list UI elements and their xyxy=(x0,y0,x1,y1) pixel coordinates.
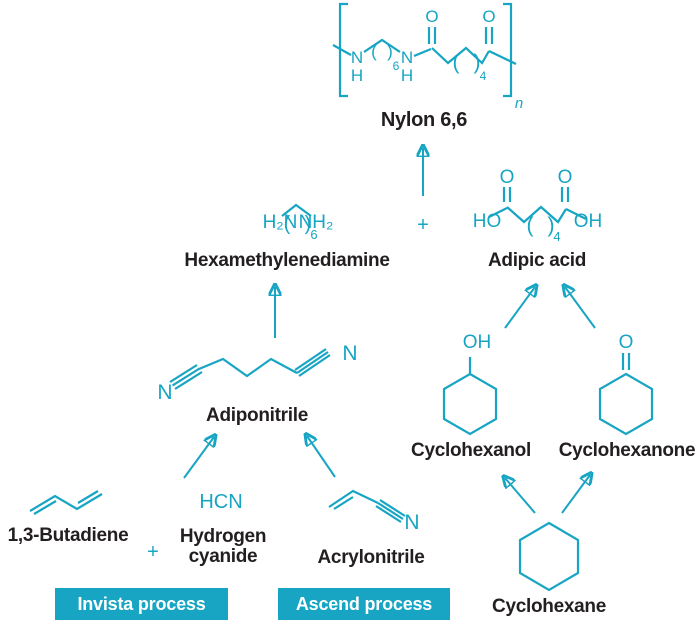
ring xyxy=(598,372,654,436)
reaction-arrow-butadiene-hcn-to-adiponitrile xyxy=(183,437,214,479)
label-cyclohexanone: Cyclohexanone xyxy=(558,440,696,461)
atom-label: OH xyxy=(463,332,492,353)
ch2-4-chain xyxy=(431,46,490,65)
carbonyl-1-double-bond xyxy=(427,27,437,44)
nylon-structure-bonds xyxy=(332,2,517,98)
atom-label: H xyxy=(351,66,363,85)
bracket-right xyxy=(503,2,513,98)
atom-label: + xyxy=(417,214,429,236)
butadiene-structure-bonds xyxy=(29,490,103,515)
carbonyl-1-double-bond xyxy=(502,187,512,202)
ch2-6-chain xyxy=(281,203,312,217)
atom-label: N xyxy=(157,381,172,404)
atom-label: 6 xyxy=(393,59,400,73)
atom-label: H₂N xyxy=(263,212,298,233)
ho-c-bond xyxy=(488,207,508,218)
atom-label: N xyxy=(351,48,363,67)
carbonyl-double-bond xyxy=(621,353,631,370)
atom-label: O xyxy=(500,167,515,188)
atom-label: NH₂ xyxy=(299,212,334,233)
reaction-arrow-cyclohexane-to-cyclohexanone xyxy=(561,475,590,514)
label-nylon-66: Nylon 6,6 xyxy=(380,109,468,131)
label-adipic-acid: Adipic acid xyxy=(487,250,587,271)
atom-label: 6 xyxy=(310,227,317,242)
label-butadiene: 1,3-Butadiene xyxy=(7,525,129,546)
nitrile-triple-bond xyxy=(375,499,406,523)
double-bond-1 xyxy=(33,500,57,515)
atom-label: HO xyxy=(473,211,502,232)
n-c-bond xyxy=(413,47,432,58)
reaction-arrow-cyclohexanol-to-adipic-acid xyxy=(504,287,535,329)
label-acrylonitrile: Acrylonitrile xyxy=(317,547,425,568)
backbone-bond-in xyxy=(332,44,352,56)
carbonyl-2-double-bond xyxy=(560,187,570,202)
nitrile-left-triple-bond xyxy=(169,364,203,390)
ch2-chain xyxy=(198,357,298,378)
label-adiponitrile: Adiponitrile xyxy=(206,405,308,426)
atom-label: OH xyxy=(574,211,603,232)
ch2-4-chain xyxy=(506,205,567,224)
atom-label: ) xyxy=(387,42,393,61)
reaction-arrow-cyclohexane-to-cyclohexanol xyxy=(505,478,536,514)
atom-label: O xyxy=(482,7,495,26)
atom-label: ) xyxy=(474,51,481,74)
cyclohexanone-structure-bonds xyxy=(598,353,654,436)
invista-process-box: Invista process xyxy=(55,588,228,620)
reaction-arrow-cyclohexanone-to-adipic-acid xyxy=(565,287,596,329)
chain xyxy=(328,489,379,508)
atom-label: O xyxy=(558,167,573,188)
invista-process-label: Invista process xyxy=(77,593,206,614)
double-bond-2 xyxy=(77,490,99,504)
ring xyxy=(518,521,580,592)
label-cyclohexane: Cyclohexane xyxy=(492,596,606,617)
carbonyl-2-double-bond xyxy=(484,27,494,44)
vinyl-double-bond xyxy=(333,496,354,510)
reaction-arrow-acrylonitrile-to-adiponitrile xyxy=(307,436,336,478)
label-hexamethylenediamine: Hexamethylenediamine xyxy=(184,250,390,271)
ascend-process-label: Ascend process xyxy=(295,593,433,614)
atom-label: ( xyxy=(527,214,534,237)
atom-label: 4 xyxy=(480,69,487,83)
ascend-process-box: Ascend process xyxy=(278,588,450,620)
ch2-6-chain xyxy=(363,38,401,53)
atom-label: O xyxy=(425,7,438,26)
cyclohexane-structure-bonds xyxy=(518,521,580,592)
adipic-acid-structure-bonds xyxy=(488,187,587,224)
acrylonitrile-structure-bonds xyxy=(328,489,406,523)
atom-label: 4 xyxy=(553,229,560,244)
c-oh-bond xyxy=(565,208,587,220)
cyclohexanol-structure-bonds xyxy=(442,357,498,436)
label-hydrogen-cyanide: Hydrogen cyanide xyxy=(179,526,267,567)
atom-label: O xyxy=(619,332,634,353)
atom-label: ( xyxy=(371,42,377,61)
atom-label: N xyxy=(404,511,419,534)
atom-label: N xyxy=(342,342,357,365)
atom-label: ( xyxy=(284,213,291,235)
hexamethylenediamine-structure-bonds xyxy=(281,203,312,217)
atom-label: + xyxy=(147,541,159,563)
atom-label: ) xyxy=(548,214,555,237)
adiponitrile-structure-bonds xyxy=(169,348,331,390)
atom-label: H xyxy=(401,66,413,85)
atom-label: ) xyxy=(305,213,312,235)
atom-label: ( xyxy=(453,51,460,74)
ring xyxy=(442,372,498,436)
chain xyxy=(29,493,103,512)
atom-label: N xyxy=(401,48,413,67)
nitrile-right-triple-bond xyxy=(294,348,331,377)
label-cyclohexanol: Cyclohexanol xyxy=(411,440,531,461)
atom-label: HCN xyxy=(199,491,242,513)
atom-label: n xyxy=(515,95,523,112)
